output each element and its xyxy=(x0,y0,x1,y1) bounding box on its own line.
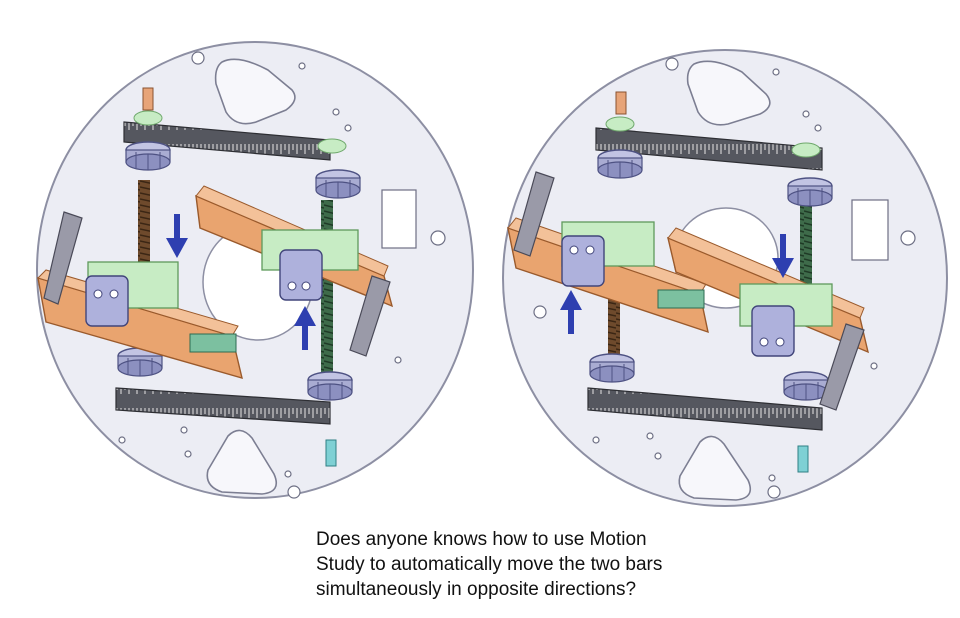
down-arrow-icon xyxy=(772,234,794,278)
right-clamp-block-lower xyxy=(751,305,795,357)
right-bottom-pin xyxy=(797,445,809,473)
up-arrow-icon xyxy=(294,306,316,350)
right-plate-holes xyxy=(533,57,916,499)
left-top-scale-bar xyxy=(123,121,331,161)
right-top-green-collar-a xyxy=(605,116,635,132)
question-caption: Does anyone knows how to use Motion Stud… xyxy=(316,527,736,602)
right-top-green-collar-b xyxy=(791,142,821,158)
right-label-card xyxy=(851,199,889,261)
left-bottom-pin xyxy=(325,439,337,467)
left-bottom-scale-bar xyxy=(115,387,331,425)
left-top-pin xyxy=(142,87,154,111)
right-assembly xyxy=(502,49,948,507)
left-clamp-block-upper xyxy=(279,249,323,301)
up-arrow-icon xyxy=(560,290,582,334)
right-top-cutout xyxy=(686,60,771,126)
down-arrow-icon xyxy=(166,214,188,258)
right-bottom-cutout xyxy=(678,435,752,501)
caption-line-1: Does anyone knows how to use Motion xyxy=(316,529,647,550)
left-top-green-collar-b xyxy=(317,138,347,154)
left-side-lever-right xyxy=(349,275,391,357)
caption-line-3: simultaneously in opposite directions? xyxy=(316,579,637,600)
left-bottom-cutout xyxy=(206,429,278,495)
left-side-lever-left xyxy=(43,211,83,305)
right-clamp-block-upper xyxy=(561,235,605,287)
right-top-pin xyxy=(615,91,627,115)
left-top-cutout xyxy=(214,58,296,125)
left-label-card xyxy=(381,189,417,249)
right-lead-screw-right xyxy=(800,200,812,290)
left-top-green-collar-a xyxy=(133,110,163,126)
right-top-scale-bar xyxy=(595,127,823,171)
right-bottom-scale-bar xyxy=(587,387,823,431)
right-copper-clamp-green xyxy=(657,289,705,309)
left-assembly xyxy=(36,41,474,499)
left-lead-screw-right xyxy=(321,200,333,390)
right-side-lever-right xyxy=(819,323,865,411)
right-side-lever-left xyxy=(513,171,555,257)
left-copper-clamp-green xyxy=(189,333,237,353)
caption-line-2: Study to automatically move the two bars xyxy=(316,554,663,575)
left-clamp-block-lower xyxy=(85,275,129,327)
